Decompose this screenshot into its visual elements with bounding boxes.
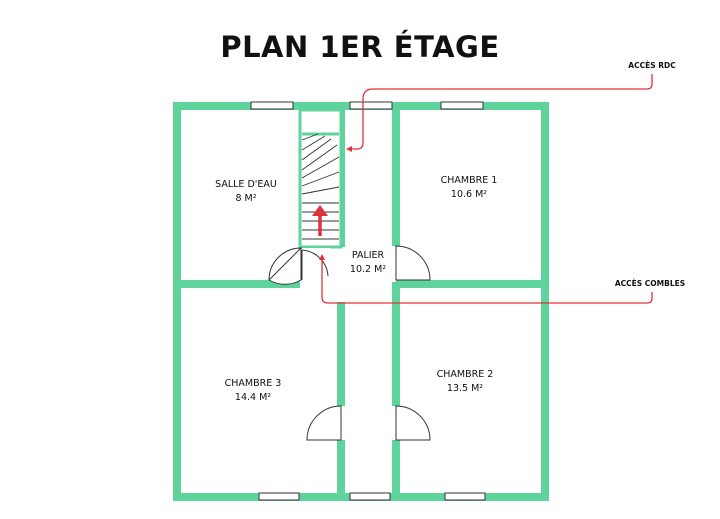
window: [349, 101, 393, 110]
window: [444, 492, 486, 501]
windows: [250, 101, 486, 501]
room-name-palier: PALIER: [352, 250, 385, 261]
room-area-chambre1: 10.6 M²: [451, 189, 487, 200]
annotation-acces-rdc: ACCÈS RDC: [628, 61, 676, 70]
arrow-acces-rdc: [349, 74, 653, 150]
window: [258, 492, 300, 501]
room-name-chambre1: CHAMBRE 1: [441, 175, 498, 186]
room-name-chambre2: CHAMBRE 2: [437, 369, 494, 380]
door-bathroom: [268, 246, 302, 285]
room-area-salle-deau: 8 M²: [235, 193, 256, 204]
plan-title: PLAN 1ER ÉTAGE: [220, 30, 500, 64]
room-area-chambre3: 14.4 M²: [235, 392, 271, 403]
room-name-chambre3: CHAMBRE 3: [225, 378, 282, 389]
room-area-chambre2: 13.5 M²: [447, 383, 483, 394]
window: [440, 101, 484, 110]
room-name-salle-deau: SALLE D'EAU: [215, 179, 277, 190]
window: [349, 492, 391, 501]
doors: [268, 245, 431, 441]
walls: [173, 102, 549, 501]
door-chambre1: [395, 245, 431, 281]
room-area-palier: 10.2 M²: [350, 264, 386, 275]
arrows: [312, 74, 653, 304]
window: [250, 101, 294, 110]
door-chambre2: [395, 405, 431, 441]
arrow-acces-combles: [321, 258, 653, 304]
outer-wall: [173, 102, 549, 501]
door-chambre3: [306, 405, 342, 441]
annotation-acces-combles: ACCÈS COMBLES: [615, 279, 685, 288]
